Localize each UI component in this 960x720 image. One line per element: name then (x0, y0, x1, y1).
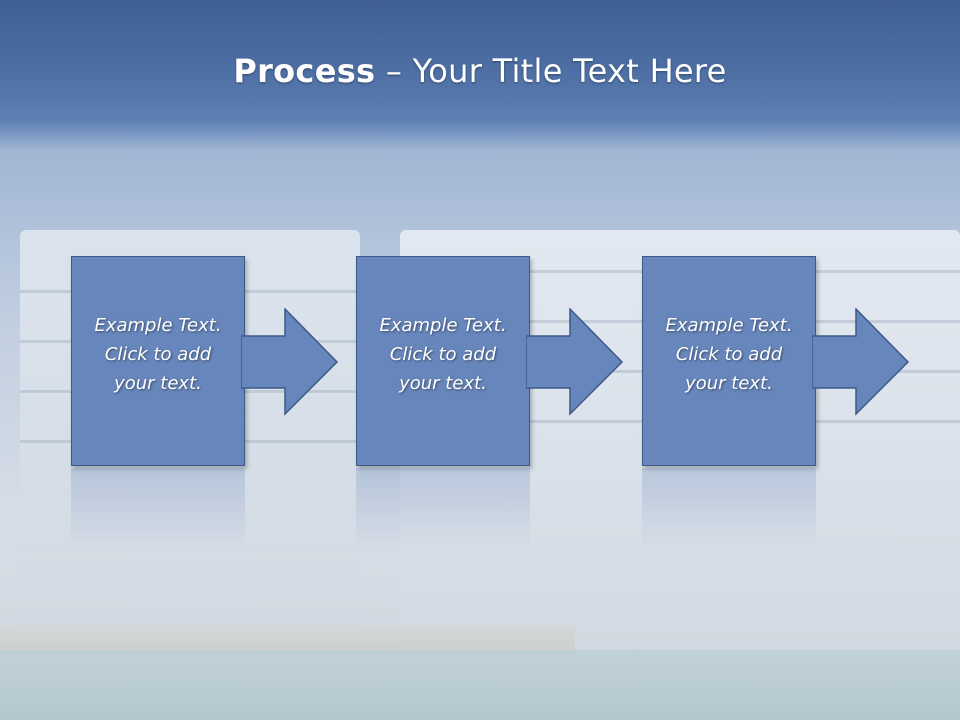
process-step-2[interactable]: Example Text. Click to add your text. (356, 256, 700, 548)
step-reflection (642, 468, 816, 548)
step-box[interactable] (71, 256, 245, 466)
process-step-1[interactable]: Example Text. Click to add your text. (71, 256, 415, 548)
step-box[interactable] (356, 256, 530, 466)
step-text-line: your text. (114, 373, 202, 394)
step-text-line: Example Text. (94, 315, 222, 336)
title-rest: – Your Title Text Here (375, 52, 727, 90)
arrow-right-icon (812, 308, 910, 416)
title-bold: Process (233, 52, 376, 90)
step-text-line: Example Text. (379, 315, 507, 336)
step-text-line: Click to add (389, 344, 497, 365)
step-text-line: your text. (399, 373, 487, 394)
step-text[interactable]: Example Text. Click to add your text. (642, 311, 816, 398)
slide-title[interactable]: Process – Your Title Text Here (0, 52, 960, 90)
arrow-right-icon (526, 308, 624, 416)
title-bar (0, 0, 960, 150)
step-text-line: Example Text. (665, 315, 793, 336)
step-text-line: your text. (685, 373, 773, 394)
step-text[interactable]: Example Text. Click to add your text. (71, 311, 245, 398)
step-reflection (71, 468, 245, 548)
step-text[interactable]: Example Text. Click to add your text. (356, 311, 530, 398)
step-reflection (356, 468, 530, 548)
arrow-right-icon (241, 308, 339, 416)
step-text-line: Click to add (104, 344, 212, 365)
process-step-3[interactable]: Example Text. Click to add your text. (642, 256, 960, 548)
step-text-line: Click to add (675, 344, 783, 365)
haze-overlay (0, 460, 960, 720)
step-box[interactable] (642, 256, 816, 466)
